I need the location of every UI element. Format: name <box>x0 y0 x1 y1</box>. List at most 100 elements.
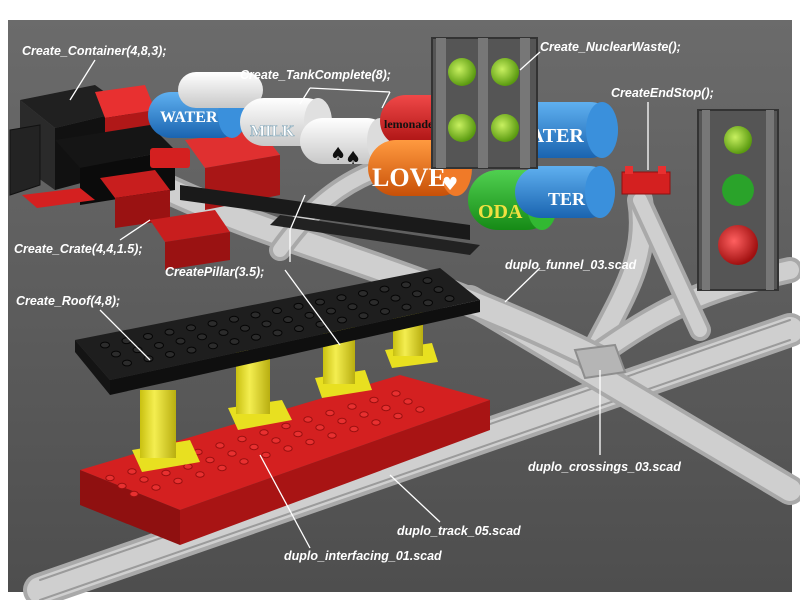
crossing-piece <box>573 343 627 380</box>
stud <box>229 315 239 323</box>
stud <box>315 298 325 306</box>
stud <box>359 411 369 418</box>
stud <box>337 316 347 324</box>
label-create-tank-complete: Create_TankComplete(8); <box>240 68 391 82</box>
stud <box>358 289 368 297</box>
stud <box>412 290 422 298</box>
label-create-crate: Create_Crate(4,4,1.5); <box>14 242 143 256</box>
stud <box>249 443 259 451</box>
stud <box>195 471 205 478</box>
stud <box>205 456 215 464</box>
stud <box>259 429 269 436</box>
stud <box>272 329 283 337</box>
stud <box>381 404 391 412</box>
label-create-container: Create_Container(4,8,3); <box>22 44 167 58</box>
stud <box>240 324 250 332</box>
pillar-1 <box>132 390 200 472</box>
spade-icon: ♠ <box>330 144 346 165</box>
stud <box>173 477 183 485</box>
tank-milk-text: MILK <box>250 123 295 140</box>
stud <box>139 476 149 483</box>
spade-icon: ♠ <box>345 148 361 169</box>
nuclear-waste-tower-1 <box>431 37 538 169</box>
stud <box>175 337 186 345</box>
callout-lines <box>69 51 649 549</box>
stud <box>122 359 132 367</box>
stud <box>183 463 193 470</box>
tank-white-1 <box>178 72 263 108</box>
stud <box>207 320 218 327</box>
stud <box>415 406 425 413</box>
stud <box>393 412 403 420</box>
stud <box>283 445 293 452</box>
tank-lemonade-text: lemonade <box>384 117 434 131</box>
stud <box>281 422 291 430</box>
stud <box>305 438 315 446</box>
tank-water-1-text: WATER <box>160 109 218 126</box>
stud <box>304 311 315 319</box>
stud <box>401 281 411 289</box>
stud <box>237 435 247 443</box>
stud <box>227 450 237 457</box>
label-duplo-interfacing: duplo_interfacing_01.scad <box>284 549 442 563</box>
stud <box>391 390 401 397</box>
stud <box>186 346 197 354</box>
stud <box>358 312 369 320</box>
stud <box>380 307 390 315</box>
stud <box>186 324 196 332</box>
stud <box>371 419 381 426</box>
label-create-nuclear-waste: Create_NuclearWaste(); <box>540 40 681 54</box>
stud <box>303 416 313 423</box>
stud <box>347 303 358 311</box>
tank-water-3 <box>515 166 615 218</box>
stud <box>423 299 433 307</box>
stud <box>390 294 401 302</box>
end-stop <box>621 166 671 195</box>
stud <box>293 430 303 438</box>
stud <box>261 320 272 328</box>
stud <box>444 295 455 302</box>
stud <box>143 332 153 340</box>
black-roof <box>75 268 480 395</box>
stud <box>369 396 379 404</box>
tank-texts: WATER MILK lemonade LOVE ODA WATER TER <box>160 109 586 223</box>
red-small-car <box>150 148 190 168</box>
label-duplo-crossings: duplo_crossings_03.scad <box>528 460 681 474</box>
stud <box>347 403 357 410</box>
stud <box>271 437 281 444</box>
stud <box>369 298 379 306</box>
tank-water-3-text: TER <box>548 189 586 209</box>
stud <box>208 342 218 350</box>
label-duplo-track: duplo_track_05.scad <box>397 524 521 538</box>
stud <box>422 277 433 284</box>
stud <box>165 350 175 358</box>
stud <box>197 333 207 341</box>
stud <box>117 482 127 490</box>
stud <box>121 337 132 345</box>
label-create-pillar: CreatePillar(3.5); <box>165 265 265 279</box>
stud <box>349 425 359 433</box>
stud <box>315 424 325 431</box>
stud <box>111 350 121 358</box>
black-side-panel <box>9 124 41 196</box>
stud <box>154 341 164 349</box>
roof-studs <box>100 277 455 367</box>
stud <box>325 409 335 417</box>
stud <box>336 294 347 302</box>
stud <box>218 329 229 336</box>
stud <box>250 311 261 319</box>
label-duplo-funnel: duplo_funnel_03.scad <box>505 258 637 272</box>
stud <box>403 398 413 405</box>
stud <box>217 464 227 472</box>
stud <box>239 458 249 465</box>
stud <box>293 302 304 310</box>
stud <box>379 285 390 293</box>
red-plate <box>22 188 95 208</box>
stud <box>151 484 161 491</box>
stud <box>161 469 171 477</box>
stud <box>164 328 175 336</box>
stud <box>294 325 304 333</box>
label-create-roof: Create_Roof(4,8); <box>16 294 121 308</box>
stud <box>272 307 282 315</box>
